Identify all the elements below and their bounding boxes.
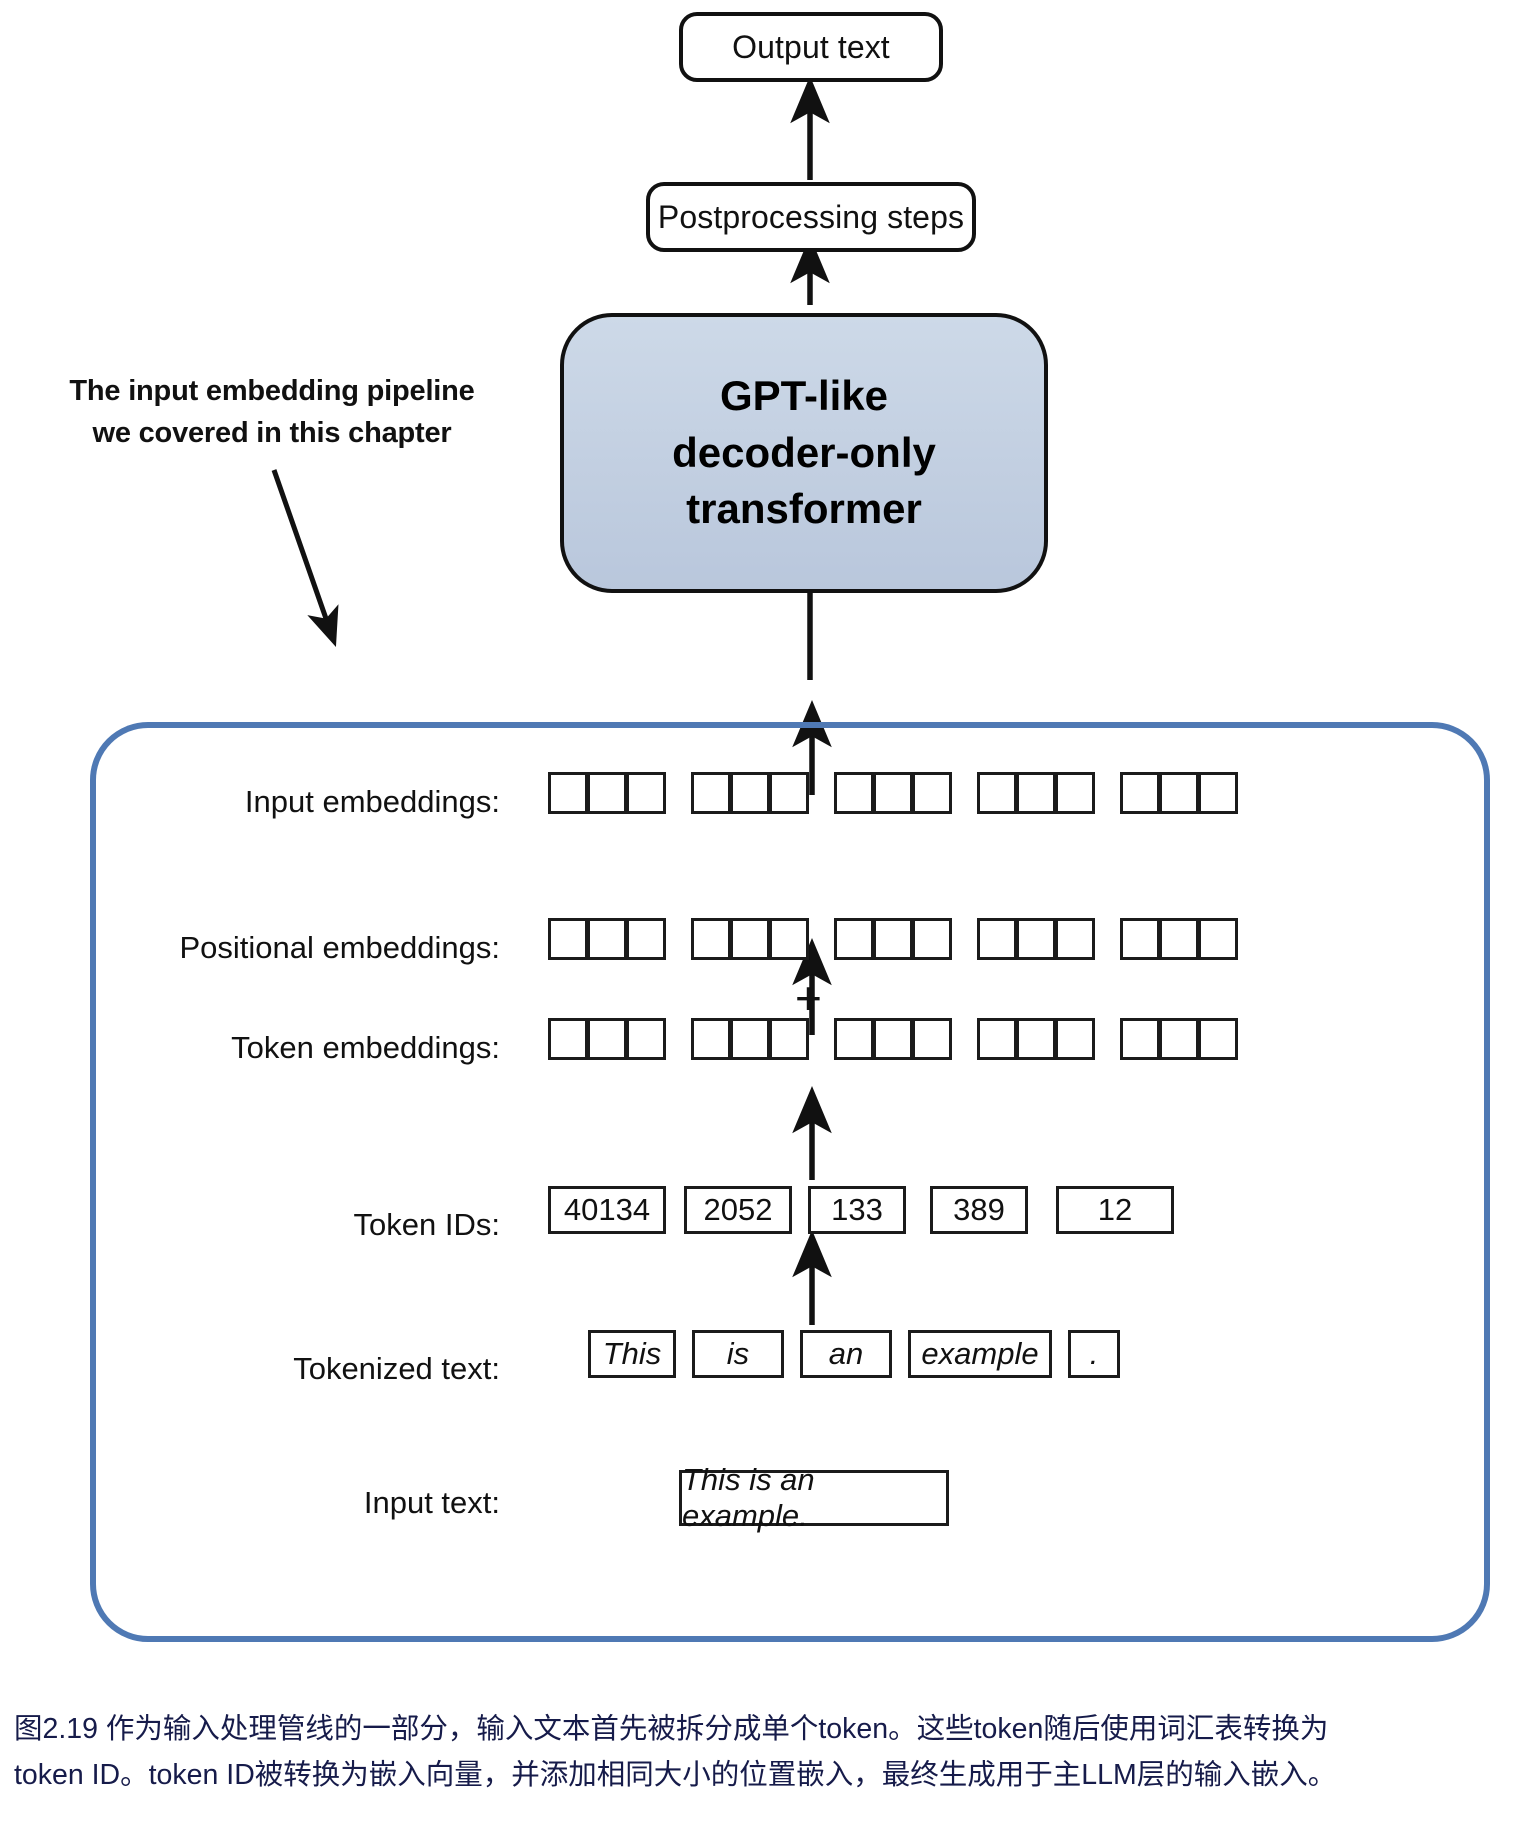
token-id-box: 2052 — [684, 1186, 792, 1234]
tokenized-text-label: Tokenized text: — [293, 1351, 500, 1386]
annotation-line2: we covered in this chapter — [92, 417, 452, 450]
pipeline-annotation: The input embedding pipeline we covered … — [62, 370, 482, 454]
token-embedding-cell — [548, 1018, 588, 1060]
transformer-label-line1: GPT-like — [719, 371, 889, 419]
token-embedding-cell — [834, 1018, 874, 1060]
annotation-line1: The input embedding pipeline — [69, 375, 475, 407]
token-id-box: 389 — [930, 1186, 1028, 1234]
output-text-label: Output text — [732, 28, 890, 65]
token-embedding-cell — [626, 1018, 666, 1060]
input-embedding-cell — [1055, 772, 1095, 814]
positional-embedding-cell — [1120, 918, 1160, 960]
input-embedding-cell — [1198, 772, 1238, 814]
positional-embedding-cell — [548, 918, 588, 960]
tokenized-text-box: example — [908, 1330, 1052, 1378]
input-embedding-cell — [769, 772, 809, 814]
input-embedding-cell — [912, 772, 952, 814]
input-embedding-cell — [730, 772, 770, 814]
tokenized-text-box: This — [588, 1330, 676, 1378]
positional-embedding-cell — [977, 918, 1017, 960]
token-embedding-cell — [730, 1018, 770, 1060]
input-embedding-pipeline-frame — [90, 722, 1490, 1642]
positional-embedding-group — [548, 918, 666, 960]
token-id-box: 40134 — [548, 1186, 666, 1234]
positional-embedding-cell — [873, 918, 913, 960]
token-id-box: 12 — [1056, 1186, 1174, 1234]
plus-operator: + — [795, 972, 822, 1024]
input-text-label: Input text: — [363, 1485, 500, 1520]
tokenized-text-box: . — [1068, 1330, 1120, 1378]
postprocessing-steps-box: Postprocessing steps — [646, 182, 976, 252]
token-ids-label: Token IDs: — [353, 1207, 500, 1242]
positional-embedding-cell — [1198, 918, 1238, 960]
positional-embedding-group — [691, 918, 809, 960]
positional-embedding-cell — [1055, 918, 1095, 960]
output-text-box: Output text — [679, 12, 943, 82]
figure-caption: 图2.19 作为输入处理管线的一部分，输入文本首先被拆分成单个token。这些t… — [14, 1706, 1504, 1798]
input-embedding-group — [691, 772, 809, 814]
token-embedding-cell — [1198, 1018, 1238, 1060]
input-embedding-cell — [977, 772, 1017, 814]
input-embedding-group — [1120, 772, 1238, 814]
token-embedding-cell — [587, 1018, 627, 1060]
positional-embedding-cell — [730, 918, 770, 960]
postprocessing-steps-label: Postprocessing steps — [657, 198, 965, 235]
positional-embedding-cell — [1016, 918, 1056, 960]
token-embedding-cell — [1159, 1018, 1199, 1060]
input-embedding-cell — [873, 772, 913, 814]
token-embedding-group — [548, 1018, 666, 1060]
gpt-transformer-box: GPT-like decoder-only transformer — [560, 313, 1048, 593]
positional-embedding-group — [834, 918, 952, 960]
input-embedding-group — [548, 772, 666, 814]
positional-embedding-cell — [1159, 918, 1199, 960]
token-embedding-cell — [769, 1018, 809, 1060]
positional-embeddings-label: Positional embeddings: — [179, 930, 500, 965]
token-embedding-cell — [912, 1018, 952, 1060]
positional-embedding-group — [977, 918, 1095, 960]
transformer-label: GPT-like decoder-only transformer — [672, 368, 936, 538]
input-embedding-cell — [1159, 772, 1199, 814]
input-embedding-cell — [1120, 772, 1160, 814]
input-embedding-cell — [1016, 772, 1056, 814]
positional-embedding-group — [1120, 918, 1238, 960]
input-embedding-cell — [626, 772, 666, 814]
positional-embedding-cell — [691, 918, 731, 960]
caption-line-2: token ID。token ID被转换为嵌入向量，并添加相同大小的位置嵌入，最… — [14, 1759, 1337, 1792]
tokenized-text-box: an — [800, 1330, 892, 1378]
token-embedding-cell — [1120, 1018, 1160, 1060]
token-embedding-cell — [977, 1018, 1017, 1060]
input-embedding-group — [977, 772, 1095, 814]
input-embeddings-label: Input embeddings: — [244, 784, 500, 819]
token-embedding-group — [834, 1018, 952, 1060]
positional-embedding-cell — [834, 918, 874, 960]
arrow-annotation-pointer — [271, 469, 339, 647]
input-embedding-group — [834, 772, 952, 814]
token-embedding-cell — [873, 1018, 913, 1060]
token-embedding-cell — [1055, 1018, 1095, 1060]
transformer-label-line2: decoder-only — [672, 428, 936, 476]
positional-embedding-cell — [769, 918, 809, 960]
token-embedding-group — [977, 1018, 1095, 1060]
input-embedding-cell — [834, 772, 874, 814]
caption-line-1: 图2.19 作为输入处理管线的一部分，输入文本首先被拆分成单个token。这些t… — [14, 1713, 1329, 1745]
input-embedding-cell — [691, 772, 731, 814]
token-embedding-cell — [691, 1018, 731, 1060]
positional-embedding-cell — [626, 918, 666, 960]
token-embeddings-label: Token embeddings: — [231, 1030, 500, 1065]
input-text-box: This is an example. — [679, 1462, 949, 1533]
transformer-label-line3: transformer — [686, 485, 922, 533]
token-embedding-cell — [1016, 1018, 1056, 1060]
input-embedding-cell — [587, 772, 627, 814]
input-embedding-cell — [548, 772, 588, 814]
token-id-box: 133 — [808, 1186, 906, 1234]
token-embedding-group — [1120, 1018, 1238, 1060]
tokenized-text-box: is — [692, 1330, 784, 1378]
positional-embedding-cell — [587, 918, 627, 960]
token-embedding-group — [691, 1018, 809, 1060]
positional-embedding-cell — [912, 918, 952, 960]
